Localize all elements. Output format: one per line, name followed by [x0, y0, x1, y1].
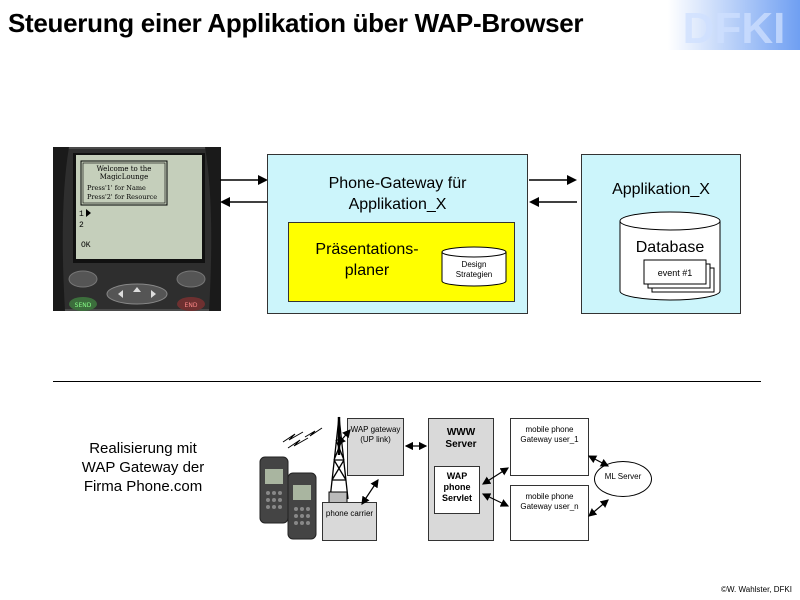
- servlet-line-2: phone: [443, 482, 471, 492]
- phone-carrier-box: phone carrier: [322, 502, 377, 541]
- servlet-label: WAP phone Servlet: [435, 471, 479, 504]
- realisierung-line-2: WAP Gateway der: [81, 459, 205, 476]
- planer-label-line-1: Präsentations-: [315, 241, 419, 258]
- design-line-1: Design: [462, 260, 487, 269]
- gateway-user-1-line-1: mobile phone: [525, 425, 574, 434]
- logo-text: DFKI: [683, 4, 786, 50]
- www-server-line-1: WWW: [446, 427, 476, 438]
- praesentationsplaner-box: Präsentations- planer Design Strategien: [288, 222, 515, 302]
- www-server-label: WWW Server: [429, 427, 493, 451]
- phones-and-antenna: [259, 416, 349, 540]
- screen-item-2: 2: [79, 221, 84, 230]
- ml-server-node: ML Server: [594, 461, 652, 497]
- wap-gateway-box: WAP gateway (UP link): [347, 418, 404, 476]
- database-cylinder: Database event #1: [619, 211, 721, 301]
- application-box: Applikation_X Database event #1: [581, 154, 741, 314]
- copyright: ©W. Wahlster, DFKI: [721, 585, 792, 594]
- gateway-user-n-line-1: mobile phone: [525, 492, 574, 501]
- phone-gateway-arrows: [220, 175, 268, 207]
- gateway-application-arrows: [529, 175, 577, 207]
- screen-line-3: Press'1' for Name: [87, 184, 146, 192]
- wap-gateway-line-1: WAP gateway: [350, 425, 401, 434]
- end-button-label: END: [185, 302, 198, 309]
- screen-ok: OK: [81, 241, 91, 250]
- phone-carrier-label: phone carrier: [325, 509, 374, 518]
- bottom-connectors: [340, 429, 610, 517]
- gateway-user-1-line-2: Gateway user_1: [520, 435, 579, 444]
- page-title: Steuerung einer Applikation über WAP-Bro…: [8, 8, 584, 38]
- event-label: event #1: [658, 268, 693, 278]
- wap-phone-servlet-box: WAP phone Servlet: [434, 466, 480, 514]
- servlet-line-1: WAP: [446, 471, 468, 481]
- section-divider: [53, 381, 761, 382]
- send-button-label: SEND: [75, 302, 92, 309]
- ml-server-label: ML Server: [604, 472, 642, 481]
- wap-gateway-line-2: (UP link): [360, 435, 391, 444]
- design-line-2: Strategien: [456, 270, 492, 279]
- planer-label-line-2: planer: [344, 262, 390, 279]
- gateway-user-n-line-2: Gateway user_n: [520, 502, 579, 511]
- dfki-logo: DFKI: [668, 0, 800, 50]
- gateway-user-n-label: mobile phone Gateway user_n: [511, 492, 588, 512]
- gateway-title-line-1: Phone-Gateway für: [328, 175, 467, 192]
- realisierung-line-1: Realisierung mit: [89, 440, 197, 457]
- database-label: Database: [636, 239, 705, 256]
- selection-arrow-icon: [86, 209, 91, 217]
- mobile-phone-image: Welcome to the MagicLounge Press'1' for …: [53, 147, 221, 311]
- gateway-title: Phone-Gateway für Applikation_X: [268, 173, 527, 215]
- planer-label: Präsentations- planer: [297, 239, 437, 281]
- wap-gateway-label: WAP gateway (UP link): [348, 425, 403, 445]
- screen-line-1: Welcome to the: [97, 165, 152, 173]
- realisierung-label: Realisierung mit WAP Gateway der Firma P…: [64, 439, 222, 496]
- gateway-user-n-box: mobile phone Gateway user_n: [510, 485, 589, 541]
- servlet-line-3: Servlet: [441, 493, 473, 503]
- screen-line-4: Press'2' for Resource: [87, 193, 157, 201]
- realisierung-line-3: Firma Phone.com: [83, 478, 203, 495]
- screen-item-1: 1: [79, 210, 84, 219]
- design-strategien-cylinder: Design Strategien: [441, 246, 507, 287]
- www-server-box: WWW Server WAP phone Servlet: [428, 418, 494, 541]
- phone-screen: [76, 155, 202, 259]
- www-server-line-2: Server: [445, 439, 477, 450]
- application-title: Applikation_X: [612, 181, 710, 198]
- gateway-title-line-2: Applikation_X: [348, 196, 447, 213]
- phone-gateway-box: Phone-Gateway für Applikation_X Präsenta…: [267, 154, 528, 314]
- gateway-user-1-label: mobile phone Gateway user_1: [511, 425, 588, 445]
- gateway-user-1-box: mobile phone Gateway user_1: [510, 418, 589, 476]
- screen-line-2: MagicLounge: [100, 173, 148, 181]
